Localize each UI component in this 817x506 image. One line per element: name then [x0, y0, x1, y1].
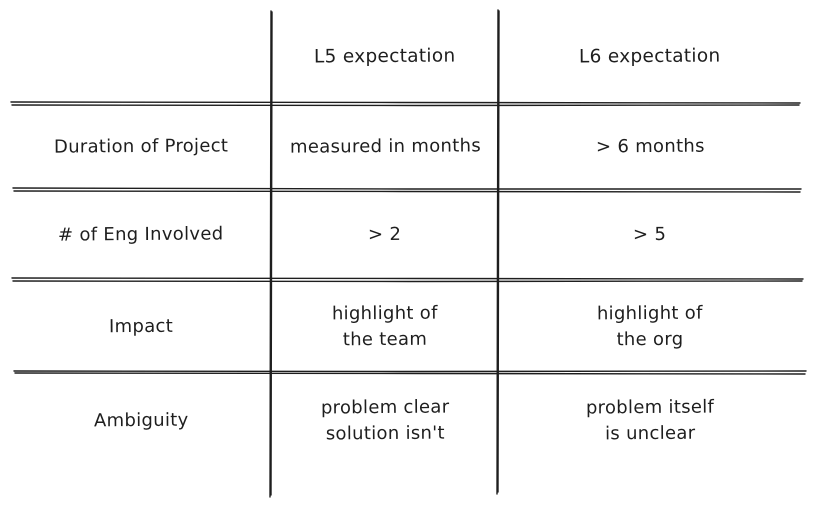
- cell-impact-l5: highlight of the team: [272, 281, 498, 372]
- row-label-text: # of Eng Involved: [58, 223, 224, 246]
- row-label-duration: Duration of Project: [12, 104, 270, 189]
- cell-duration-l5: measured in months: [272, 104, 498, 189]
- header-l6-label: L6 expectation: [579, 45, 721, 68]
- column-divider-2: [496, 9, 499, 495]
- row-divider-3-trace: [12, 280, 803, 283]
- cell-text: measured in months: [289, 134, 481, 158]
- header-l5-label: L5 expectation: [314, 45, 456, 68]
- row-divider-3: [11, 277, 804, 280]
- cell-ambiguity-l5: problem clear solution isn't: [272, 374, 498, 468]
- row-label-text: Duration of Project: [53, 134, 229, 158]
- row-divider-2: [12, 187, 802, 190]
- cell-impact-l6: highlight of the org: [498, 281, 802, 372]
- cell-text: > 6 months: [595, 135, 705, 157]
- cell-text: highlight of the team: [331, 302, 438, 350]
- cell-text: highlight of the org: [596, 302, 703, 350]
- row-divider-4: [13, 370, 807, 373]
- header-l6-cell: L6 expectation: [498, 12, 802, 102]
- cell-text: > 5: [633, 223, 667, 246]
- row-label-impact: Impact: [12, 281, 270, 372]
- row-label-text: Impact: [108, 315, 174, 337]
- row-label-text: Ambiguity: [93, 409, 189, 432]
- column-divider-2-trace: [497, 10, 500, 493]
- row-divider-1-trace: [11, 104, 800, 107]
- row-divider-2-trace: [13, 190, 801, 193]
- header-l5-cell: L5 expectation: [272, 12, 498, 102]
- cell-text: problem itself is unclear: [585, 396, 715, 445]
- column-divider-1-trace: [270, 11, 273, 496]
- cell-ambiguity-l6: problem itself is unclear: [498, 374, 802, 468]
- cell-duration-l6: > 6 months: [498, 104, 802, 189]
- row-label-ambiguity: Ambiguity: [12, 374, 270, 468]
- cell-text: > 2: [368, 223, 402, 246]
- row-label-eng-involved: # of Eng Involved: [12, 191, 270, 279]
- row-divider-4-trace: [14, 372, 806, 375]
- cell-eng-l6: > 5: [498, 191, 802, 279]
- column-divider-1: [269, 10, 272, 498]
- row-divider-1: [10, 101, 801, 104]
- cell-text: problem clear solution isn't: [320, 396, 450, 445]
- cell-eng-l5: > 2: [272, 191, 498, 279]
- header-corner-cell: [12, 12, 270, 102]
